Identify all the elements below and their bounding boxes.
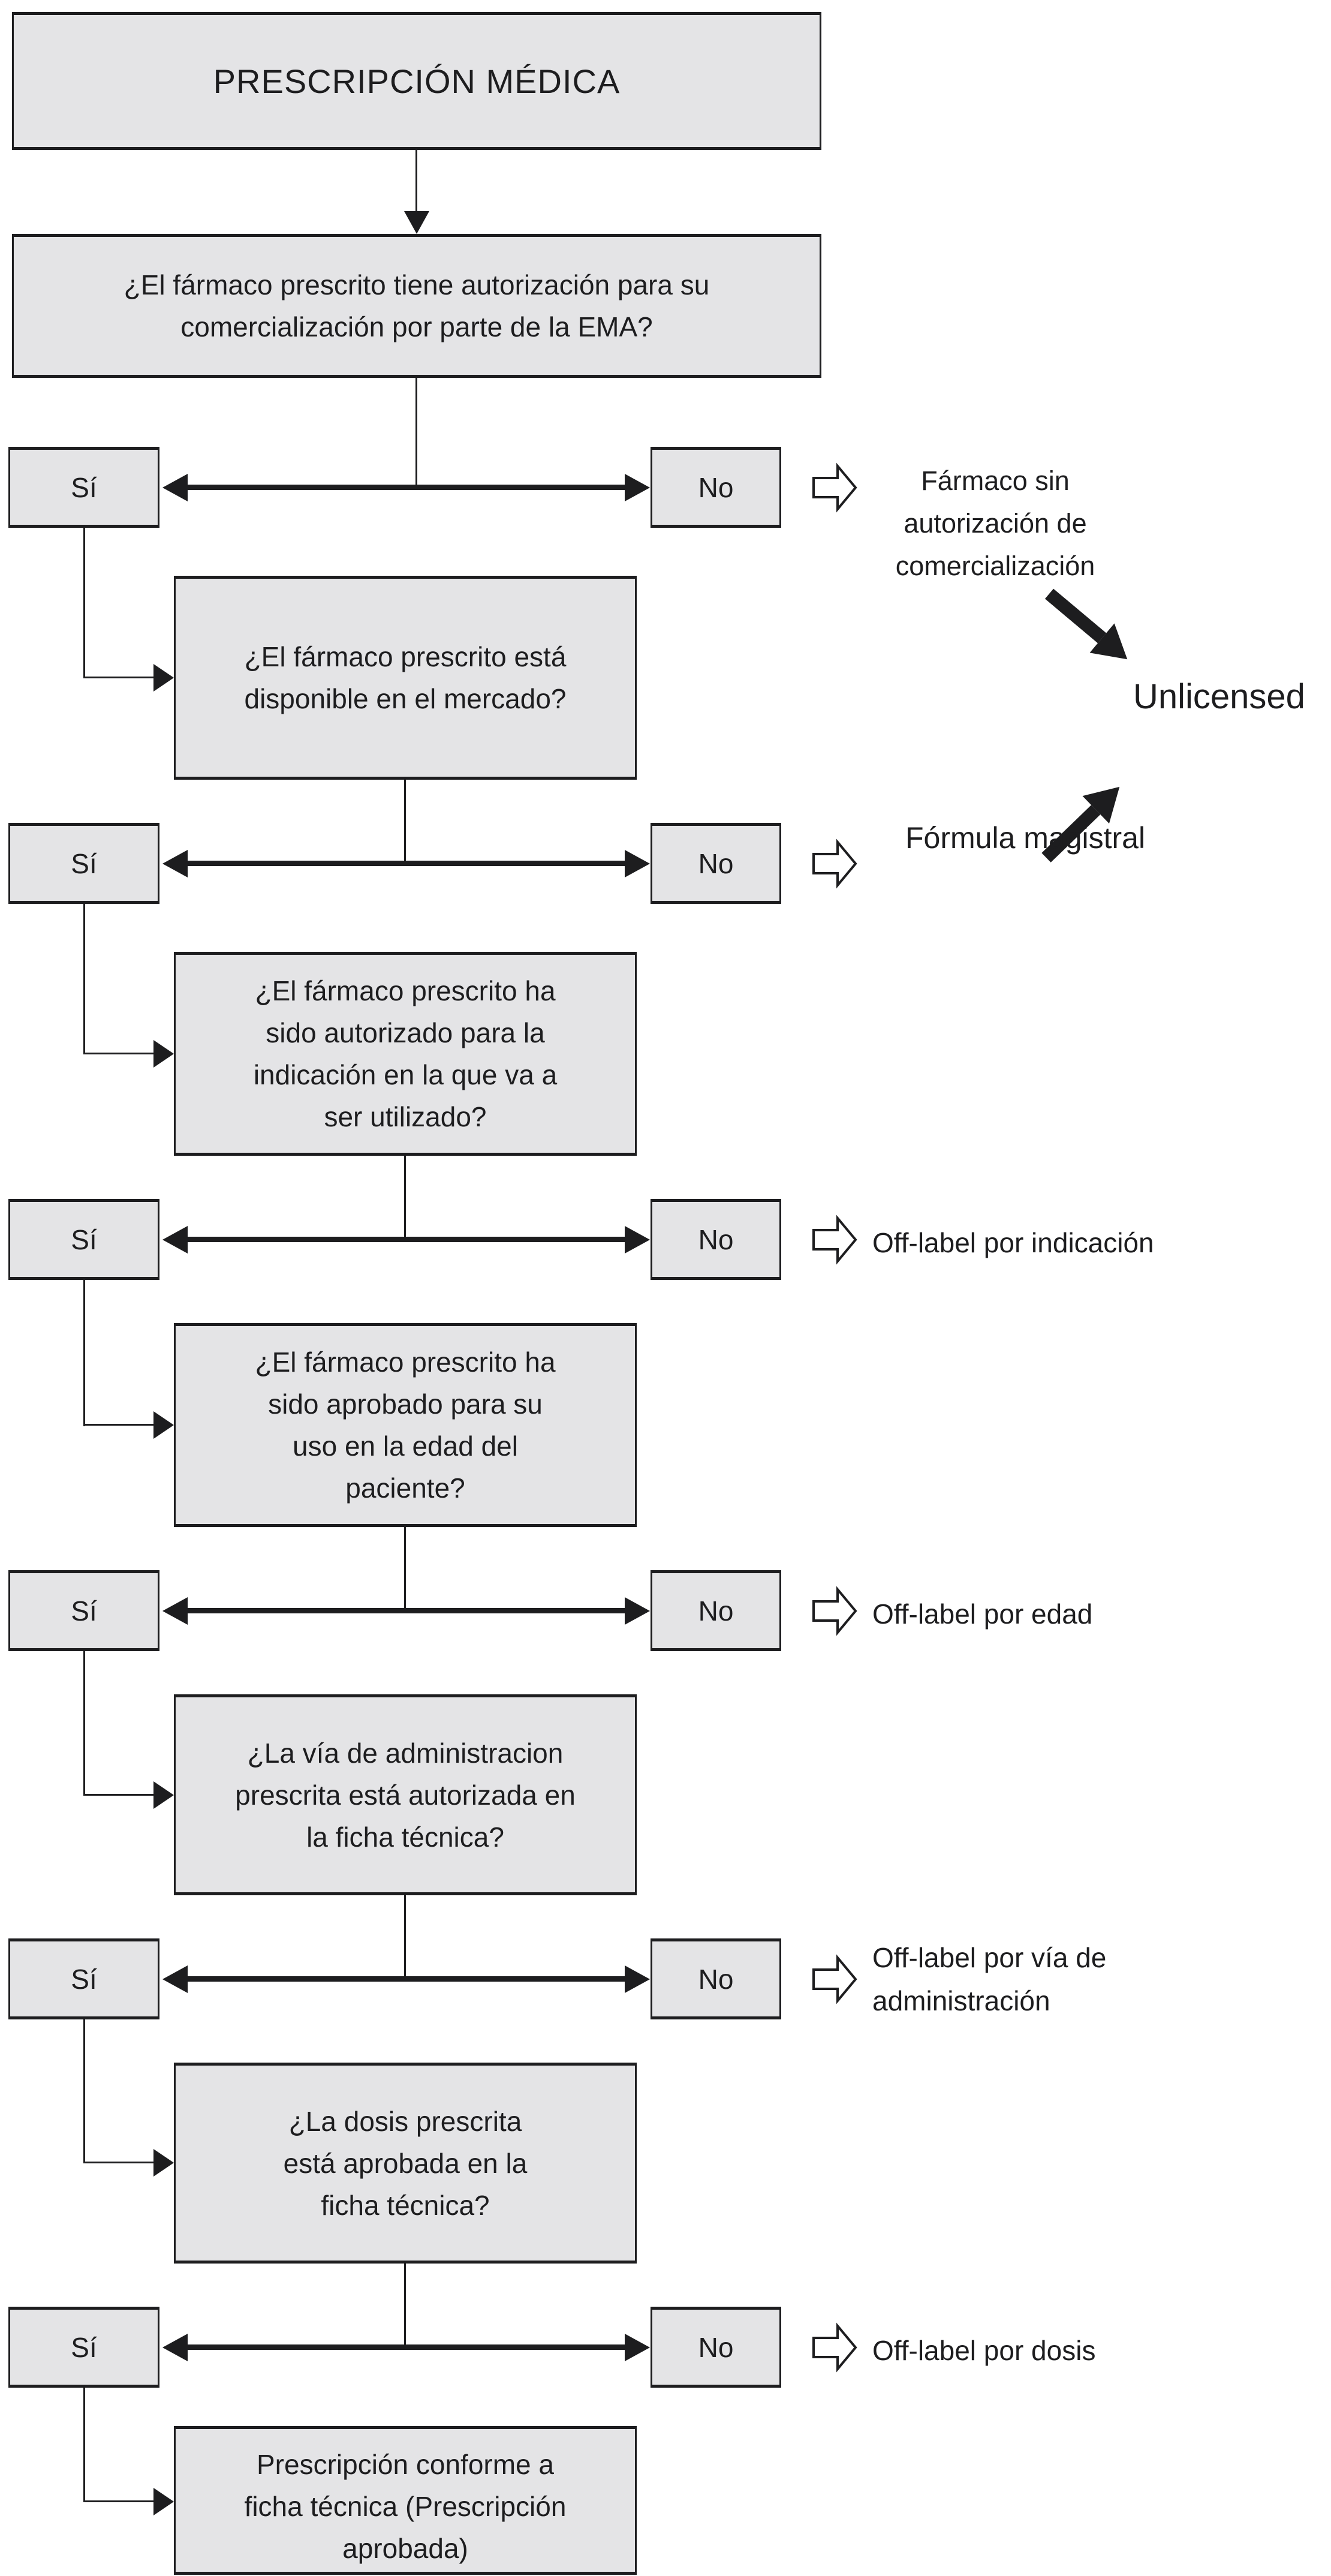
no-box-2: No (651, 823, 781, 904)
yes-box-4: Sí (8, 1570, 159, 1651)
connector-title-q1 (415, 150, 417, 212)
connector-yes5-vertical (83, 2019, 85, 2163)
no-label: No (698, 847, 734, 879)
page-title: PRESCRIPCIÓN MÉDICA (213, 62, 621, 100)
yes-box-2: Sí (8, 823, 159, 904)
double-arrow-row6-icon (162, 2333, 650, 2361)
yes-label: Sí (71, 847, 97, 879)
connector-yes4-vertical (83, 1651, 85, 1796)
connector-q2-row2 (404, 780, 406, 863)
connector-yes1-horizontal (83, 677, 155, 678)
question-box-4: ¿El fármaco prescrito ha sido aprobado p… (174, 1323, 637, 1527)
title-box: PRESCRIPCIÓN MÉDICA (12, 12, 821, 150)
question-4-text: ¿El fármaco prescrito ha sido aprobado p… (255, 1346, 556, 1504)
outcome-label-4: Off-label por edad (872, 1598, 1093, 1630)
no-label: No (698, 1224, 734, 1255)
double-arrow-row1-icon (162, 473, 650, 501)
arrowhead-right-icon (153, 2149, 174, 2177)
no-box-6: No (651, 2307, 781, 2388)
question-box-5: ¿La vía de administracion prescrita está… (174, 1694, 637, 1895)
final-box: Prescripción conforme a ficha técnica (P… (174, 2426, 637, 2575)
connector-yes2-horizontal (83, 1053, 155, 1054)
outcome-label-5: Off-label por vía de administración (872, 1942, 1107, 2016)
no-box-5: No (651, 1938, 781, 2019)
block-arrow-right-icon (812, 2322, 857, 2373)
connector-yes6-vertical (83, 2388, 85, 2502)
no-box-3: No (651, 1199, 781, 1280)
double-arrow-row3-icon (162, 1225, 650, 1254)
block-arrow-right-icon (812, 1954, 857, 2004)
connector-q4-row4 (404, 1527, 406, 1608)
no-label: No (698, 1963, 734, 1995)
no-box-4: No (651, 1570, 781, 1651)
arrowhead-right-icon (153, 1781, 174, 1809)
yes-box-6: Sí (8, 2307, 159, 2388)
yes-box-1: Sí (8, 447, 159, 528)
arrowhead-right-icon (153, 2488, 174, 2515)
double-arrow-row4-icon (162, 1597, 650, 1625)
question-2-text: ¿El fármaco prescrito está disponible en… (244, 641, 567, 714)
question-box-3: ¿El fármaco prescrito ha sido autorizado… (174, 952, 637, 1156)
no-label: No (698, 1595, 734, 1627)
no-label: No (698, 2331, 734, 2363)
connector-yes6-horizontal (83, 2500, 155, 2502)
arrowhead-down-icon (404, 211, 429, 234)
connector-yes2-vertical (83, 904, 85, 1054)
question-box-6: ¿La dosis prescrita está aprobada en la … (174, 2063, 637, 2264)
connector-q3-row3 (404, 1156, 406, 1237)
block-arrow-right-icon (812, 838, 857, 889)
yes-label: Sí (71, 1963, 97, 1995)
question-1-text: ¿El fármaco prescrito tiene autorización… (124, 269, 710, 342)
arrowhead-right-icon (153, 1411, 174, 1439)
outcome-label-2: Fórmula magistral (905, 821, 1146, 855)
arrowhead-right-icon (153, 664, 174, 692)
connector-q1-row1 (415, 378, 417, 489)
block-arrow-right-icon (812, 1215, 857, 1265)
yes-box-5: Sí (8, 1938, 159, 2019)
final-text: Prescripción conforme a ficha técnica (P… (244, 2449, 567, 2564)
block-arrow-right-icon (812, 462, 857, 513)
connector-q6-row6 (404, 2264, 406, 2344)
yes-label: Sí (71, 1595, 97, 1627)
yes-label: Sí (71, 2331, 97, 2363)
connector-yes1-vertical (83, 528, 85, 678)
yes-label: Sí (71, 1224, 97, 1255)
connector-yes3-vertical (83, 1280, 85, 1426)
question-5-text: ¿La vía de administracion prescrita está… (235, 1737, 576, 1853)
question-box-1: ¿El fármaco prescrito tiene autorización… (12, 234, 821, 378)
connector-yes4-horizontal (83, 1794, 155, 1796)
outcome-label-3: Off-label por indicación (872, 1227, 1154, 1258)
question-6-text: ¿La dosis prescrita está aprobada en la … (283, 2105, 528, 2221)
question-3-text: ¿El fármaco prescrito ha sido autorizado… (253, 975, 558, 1132)
yes-label: Sí (71, 471, 97, 503)
block-arrow-right-icon (812, 1586, 857, 1636)
connector-yes5-horizontal (83, 2162, 155, 2163)
outcome-label-6: Off-label por dosis (872, 2335, 1096, 2366)
yes-box-3: Sí (8, 1199, 159, 1280)
arrowhead-right-icon (153, 1040, 174, 1068)
double-arrow-row5-icon (162, 1965, 650, 1993)
double-arrow-row2-icon (162, 849, 650, 877)
unlicensed-label: Unlicensed (1133, 677, 1305, 716)
connector-yes3-horizontal (83, 1424, 155, 1426)
outcome-label-1: Fármaco sin autorización de comercializa… (895, 465, 1095, 581)
question-box-2: ¿El fármaco prescrito está disponible en… (174, 576, 637, 780)
no-label: No (698, 471, 734, 503)
connector-q5-row5 (404, 1895, 406, 1976)
no-box-1: No (651, 447, 781, 528)
